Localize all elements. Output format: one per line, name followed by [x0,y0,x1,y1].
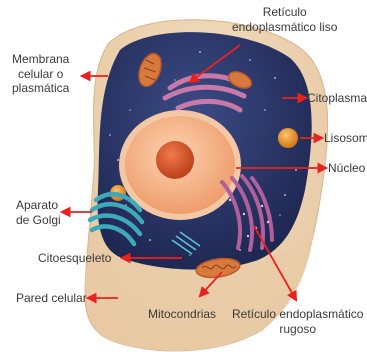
label-reticulo-liso: Retículo endoplasmático liso [232,5,337,34]
label-membrana: Membrana celular o plasmática [12,52,69,96]
label-reticulo-rugoso: Retículo endoplasmático rugoso [232,307,363,336]
label-nucleo: Núcleo [328,161,365,176]
lysosome [278,128,298,148]
label-golgi: Aparato de Golgi [16,198,61,227]
label-pared: Pared celular [16,291,87,306]
label-citoesqueleto: Citoesqueleto [38,251,111,266]
label-mitocondrias: Mitocondrias [148,307,216,322]
label-citoplasma: Citoplasma [307,91,367,106]
label-lisosoma: Lisosoma [324,131,367,146]
nucleolus [156,141,194,179]
